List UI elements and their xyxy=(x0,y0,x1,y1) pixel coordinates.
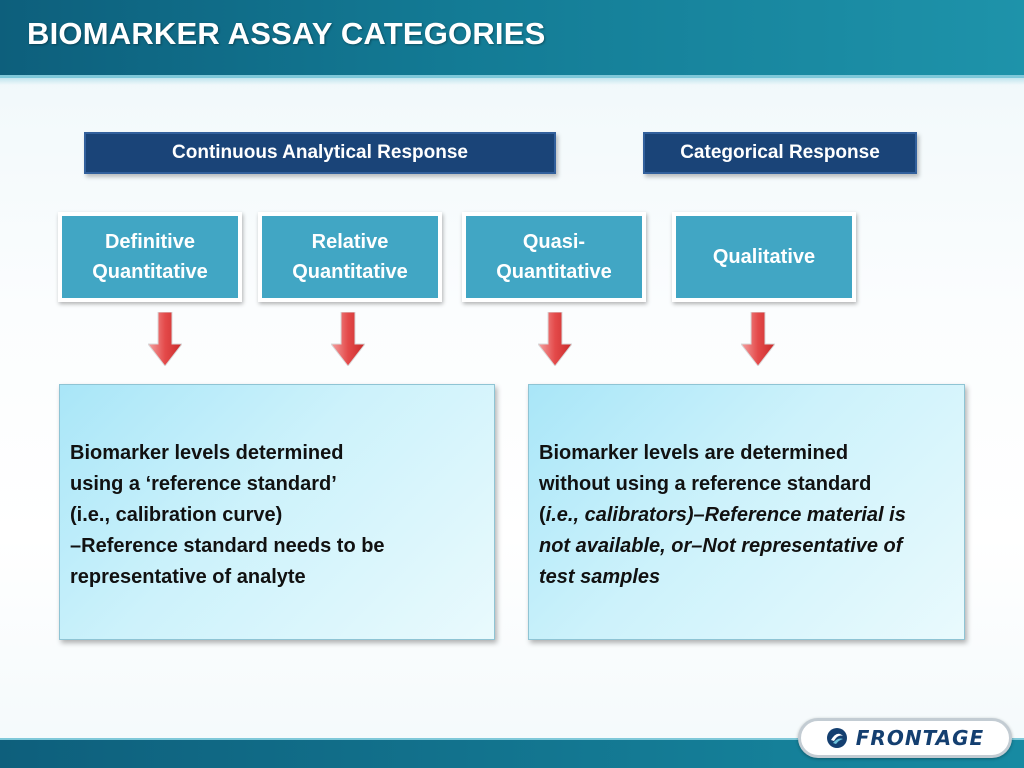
frontage-logo-icon xyxy=(826,728,847,748)
description-line: without using a reference standard xyxy=(539,473,872,495)
frontage-logo: FRONTAGE xyxy=(798,718,1012,758)
reference-standard-description: Biomarker levels determined using a ‘ref… xyxy=(59,384,495,640)
arrow-down-icon xyxy=(741,312,775,366)
categorical-response-header: Categorical Response xyxy=(643,132,917,174)
description-line: using a ‘reference standard’ xyxy=(70,473,337,495)
arrow-down-icon xyxy=(538,312,572,366)
description-italic: test samples xyxy=(539,566,661,588)
description-line: not available, or–Not representative of xyxy=(539,531,954,562)
category-label-line1: Qualitative xyxy=(712,246,816,268)
category-relative-quantitative: Relative Quantitative xyxy=(258,212,442,302)
category-label-line1: Quasi- xyxy=(522,231,586,253)
category-label-line2: Quantitative xyxy=(92,261,208,283)
category-qualitative: Qualitative xyxy=(672,212,856,302)
description-line: representative of analyte xyxy=(70,566,306,588)
description-paren: ( xyxy=(539,504,546,526)
arrow-down-icon xyxy=(331,312,365,366)
description-line: test samples xyxy=(539,562,954,593)
category-definitive-quantitative: Definitive Quantitative xyxy=(58,212,242,302)
no-reference-standard-description: Biomarker levels are determined without … xyxy=(528,384,965,640)
description-italic: i.e., calibrators)–Reference material is xyxy=(545,504,906,526)
category-label-line2: Quantitative xyxy=(292,261,408,283)
continuous-response-label: Continuous Analytical Response xyxy=(172,142,468,163)
page-title: BIOMARKER ASSAY CATEGORIES xyxy=(27,16,546,51)
description-line: –Reference standard needs to be xyxy=(70,535,385,557)
description-italic: not available, or–Not representative of xyxy=(539,535,903,557)
category-label-line1: Relative xyxy=(311,231,389,253)
title-bar: BIOMARKER ASSAY CATEGORIES xyxy=(0,0,1024,85)
description-line: (i.e., calibrators)–Reference material i… xyxy=(539,500,954,531)
continuous-response-header: Continuous Analytical Response xyxy=(84,132,556,174)
category-quasi-quantitative: Quasi- Quantitative xyxy=(462,212,646,302)
description-line: (i.e., calibration curve) xyxy=(70,504,283,526)
description-line: Biomarker levels determined xyxy=(70,442,344,464)
category-label-line2: Quantitative xyxy=(496,261,612,283)
logo-text: FRONTAGE xyxy=(855,726,985,750)
category-label-line1: Definitive xyxy=(104,231,195,253)
description-line: Biomarker levels are determined xyxy=(539,442,849,464)
arrow-down-icon xyxy=(148,312,182,366)
categorical-response-label: Categorical Response xyxy=(680,142,880,163)
